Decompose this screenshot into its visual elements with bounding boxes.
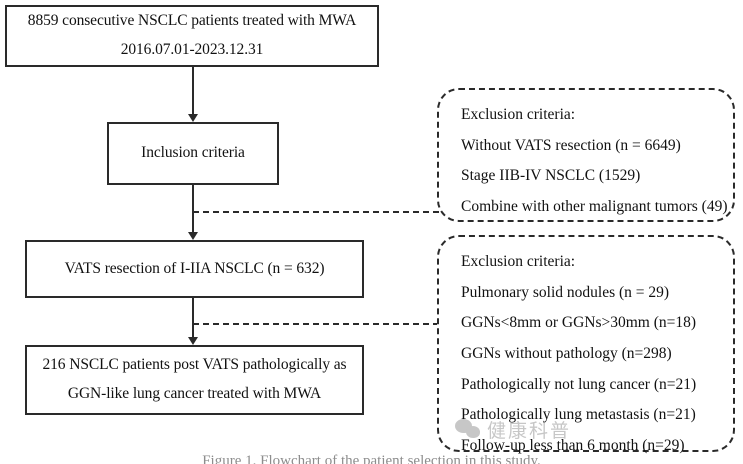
node-final-cohort: 216 NSCLC patients post VATS pathologica… <box>25 345 364 415</box>
connector-vats-to-final <box>192 298 194 337</box>
exclusion-box-1-item-2: Stage IIB-IV NSCLC (1529) <box>461 167 641 185</box>
exclusion-box-2: Exclusion criteria: Pulmonary solid nodu… <box>437 235 735 454</box>
node-source-cohort: 8859 consecutive NSCLC patients treated … <box>5 5 379 67</box>
exclusion-box-2-item-1: Pulmonary solid nodules (n = 29) <box>461 283 670 301</box>
figure-caption: Figure 1. Flowchart of the patient selec… <box>202 453 541 464</box>
connector-inclusion-to-vats <box>192 185 194 232</box>
connector-dashed-to-exclusion-2 <box>193 323 439 325</box>
exclusion-box-1-item-1: Without VATS resection (n = 6649) <box>461 136 681 154</box>
arrowhead-vats-to-final <box>188 337 198 345</box>
node-vats-resection-label: VATS resection of I-IIA NSCLC (n = 632) <box>64 259 325 277</box>
arrowhead-inclusion-to-vats <box>188 232 198 240</box>
exclusion-box-2-title: Exclusion criteria: <box>461 253 576 270</box>
arrowhead-cohort-to-inclusion <box>188 114 198 122</box>
node-final-cohort-line2: GGN-like lung cancer treated with MWA <box>67 385 322 402</box>
exclusion-box-1: Exclusion criteria: Without VATS resecti… <box>437 88 735 222</box>
exclusion-box-2-item-5: Pathologically lung metastasis (n=21) <box>461 406 696 424</box>
exclusion-box-2-item-3: GGNs without pathology (n=298) <box>461 345 672 363</box>
connector-cohort-to-inclusion <box>192 67 194 114</box>
exclusion-box-2-item-6: Follow-up less than 6 month (n=29) <box>461 437 685 455</box>
exclusion-box-1-item-3: Combine with other malignant tumors (49) <box>461 198 728 216</box>
node-vats-resection: VATS resection of I-IIA NSCLC (n = 632) <box>25 240 364 298</box>
exclusion-box-2-item-2: GGNs<8mm or GGNs>30mm (n=18) <box>461 314 697 332</box>
node-inclusion-criteria: Inclusion criteria <box>107 122 279 185</box>
exclusion-box-2-item-4: Pathologically not lung cancer (n=21) <box>461 375 697 393</box>
node-final-cohort-line1: 216 NSCLC patients post VATS pathologica… <box>42 356 347 374</box>
exclusion-box-1-title: Exclusion criteria: <box>461 106 576 123</box>
node-source-cohort-line1: 8859 consecutive NSCLC patients treated … <box>27 12 357 30</box>
node-inclusion-criteria-label: Inclusion criteria <box>141 144 245 162</box>
node-source-cohort-line2: 2016.07.01-2023.12.31 <box>120 41 264 58</box>
connector-dashed-to-exclusion-1 <box>193 211 439 213</box>
